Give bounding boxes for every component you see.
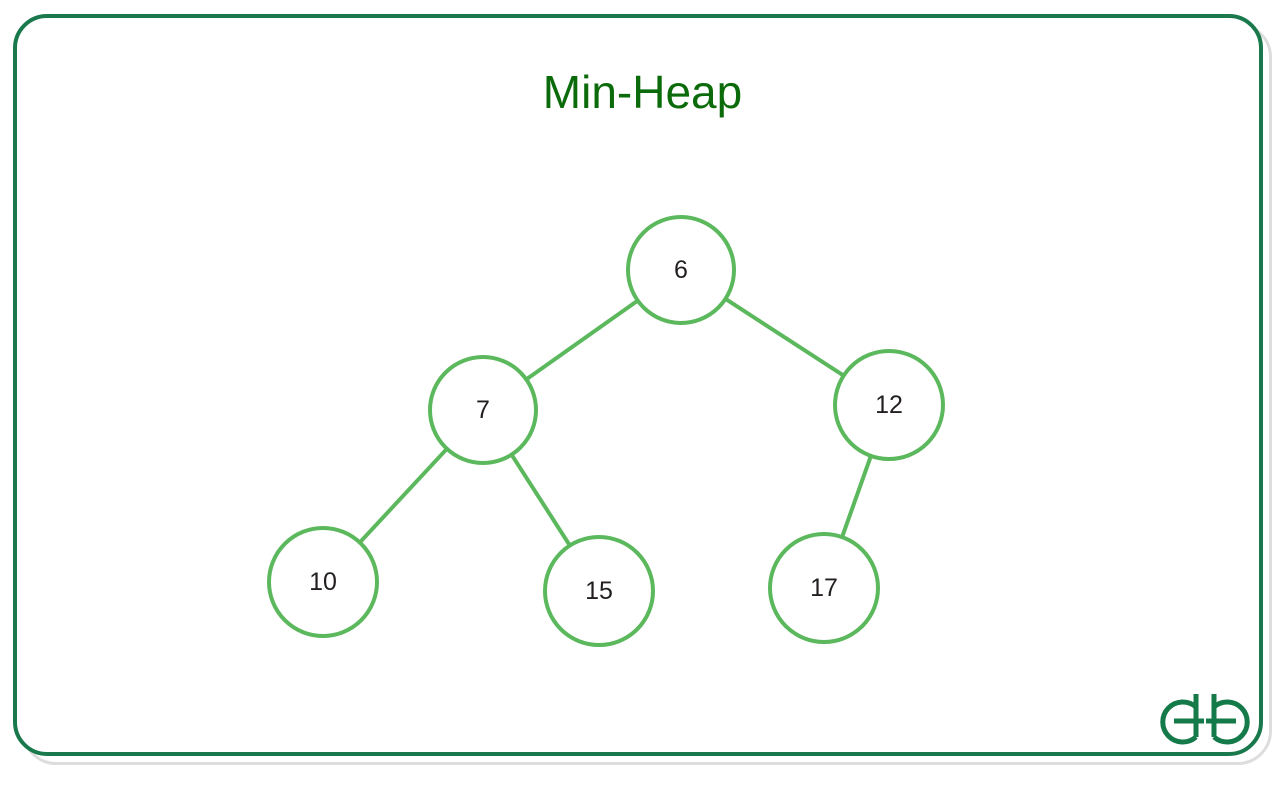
node-label-12: 12 [875,391,903,419]
node-circle-7 [428,355,538,465]
node-circle-12 [833,349,945,461]
node-circle-15 [543,535,655,647]
node-label-6: 6 [674,256,688,284]
geeksforgeeks-logo [1160,694,1250,745]
page-title: Min-Heap [542,66,743,118]
tree-node-17: 17 [768,532,880,644]
tree-node-12: 12 [833,349,945,461]
node-label-7: 7 [476,396,490,424]
tree-nodes-layer: 6 7 12 10 15 17 [267,215,945,647]
tree-edge-n7-n10 [357,446,450,546]
node-circle-6 [626,215,736,325]
tree-edge-n12-n17 [839,452,874,541]
tree-edge-n6-n7 [523,298,641,382]
tree-node-10: 10 [267,526,379,638]
node-circle-10 [267,526,379,638]
tree-edges-layer [357,296,874,549]
tree-edge-n6-n12 [722,296,847,379]
node-circle-17 [768,532,880,644]
tree-edge-n7-n15 [509,451,573,549]
tree-node-15: 15 [543,535,655,647]
node-label-10: 10 [309,568,337,596]
frame-green-border [13,14,1263,756]
tree-node-6: 6 [626,215,736,325]
node-label-17: 17 [810,574,838,602]
node-label-15: 15 [585,577,613,605]
tree-node-7: 7 [428,355,538,465]
